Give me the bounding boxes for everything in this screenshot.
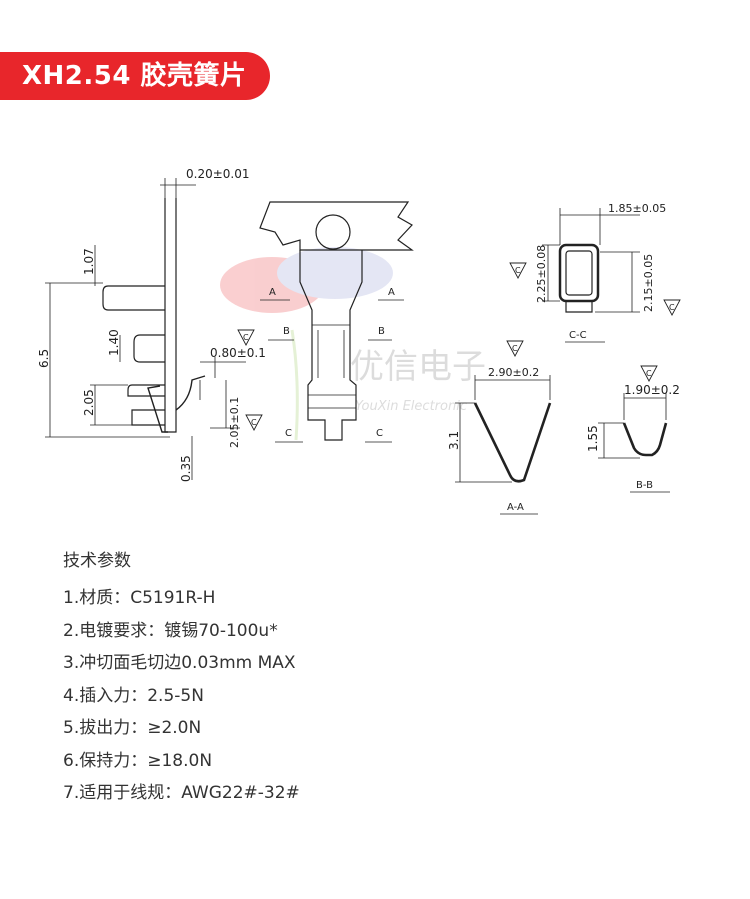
section-label-a: A: [269, 287, 276, 298]
tech-params: 技术参数 1.材质：C5191R-H 2.电镀要求：镀锡70-100u* 3.冲…: [63, 548, 300, 810]
flag-letter: C: [512, 344, 518, 353]
params-list: 1.材质：C5191R-H 2.电镀要求：镀锡70-100u* 3.冲切面毛切边…: [63, 582, 300, 810]
dim-080: 0.80±0.1: [210, 346, 266, 360]
section-label-b: B: [283, 326, 290, 337]
section-label-b: B: [378, 326, 385, 337]
section-label-c: C: [376, 428, 383, 439]
section-bb: [598, 393, 670, 493]
flag-icon: [237, 329, 255, 346]
dim-aa-w: 2.90±0.2: [488, 366, 539, 379]
dim-140: 1.40: [107, 329, 121, 356]
section-label-bb: B-B: [636, 480, 653, 491]
section-label-a: A: [388, 287, 395, 298]
dim-thickness: 0.20±0.01: [186, 167, 250, 181]
title-badge: XH2.54 胶壳簧片: [0, 52, 270, 100]
flag-icon: [245, 414, 263, 431]
param-item: 7.适用于线规：AWG22#-32#: [63, 783, 300, 803]
watermark: 优信电子 YouXin Electronic: [220, 247, 486, 441]
flag-letter: C: [251, 418, 257, 427]
side-view: [45, 178, 246, 480]
param-item: 1.材质：C5191R-H: [63, 588, 216, 608]
dim-cc-h2: 2.15±0.05: [642, 254, 655, 312]
param-item: 5.拔出力：≥2.0N: [63, 718, 202, 738]
flag-icon: [663, 299, 681, 316]
flag-letter: C: [669, 303, 675, 312]
page-title: XH2.54 胶壳簧片: [22, 61, 247, 91]
dim-205b: 2.05±0.1: [228, 397, 241, 448]
watermark-name: 优信电子: [350, 347, 486, 387]
dim-107: 1.07: [82, 248, 96, 275]
dim-035: 0.35: [179, 455, 193, 482]
front-view: [259, 201, 414, 443]
params-heading: 技术参数: [63, 551, 131, 571]
dim-bb-w: 1.90±0.2: [624, 383, 680, 397]
dim-bb-h: 1.55: [586, 425, 600, 452]
section-cc: [542, 208, 640, 343]
dim-cc-w: 1.85±0.05: [608, 202, 666, 215]
flag-letter: C: [515, 266, 521, 275]
param-item: 2.电镀要求：镀锡70-100u*: [63, 620, 278, 641]
flag-icon: [509, 262, 527, 279]
dim-65: 6.5: [37, 349, 51, 368]
param-item: 6.保持力：≥18.0N: [63, 750, 213, 771]
dim-cc-h1: 2.25±0.08: [535, 245, 548, 303]
flag-letter: C: [243, 333, 249, 342]
flag-letter: C: [646, 369, 652, 378]
param-item: 4.插入力：2.5-5N: [63, 685, 204, 706]
section-label-c: C: [285, 428, 292, 439]
dim-205: 2.05: [82, 389, 96, 416]
section-label-aa: A-A: [507, 502, 524, 513]
flag-icon: [640, 365, 658, 382]
watermark-sub: YouXin Electronic: [355, 399, 467, 414]
dim-aa-h: 3.1: [447, 431, 461, 450]
param-item: 3.冲切面毛切边0.03mm MAX: [63, 653, 296, 673]
technical-drawing: 优信电子 YouXin Electronic: [37, 167, 681, 515]
section-aa: [455, 375, 552, 515]
flag-icon: [506, 340, 524, 357]
section-label-cc: C-C: [569, 330, 587, 341]
